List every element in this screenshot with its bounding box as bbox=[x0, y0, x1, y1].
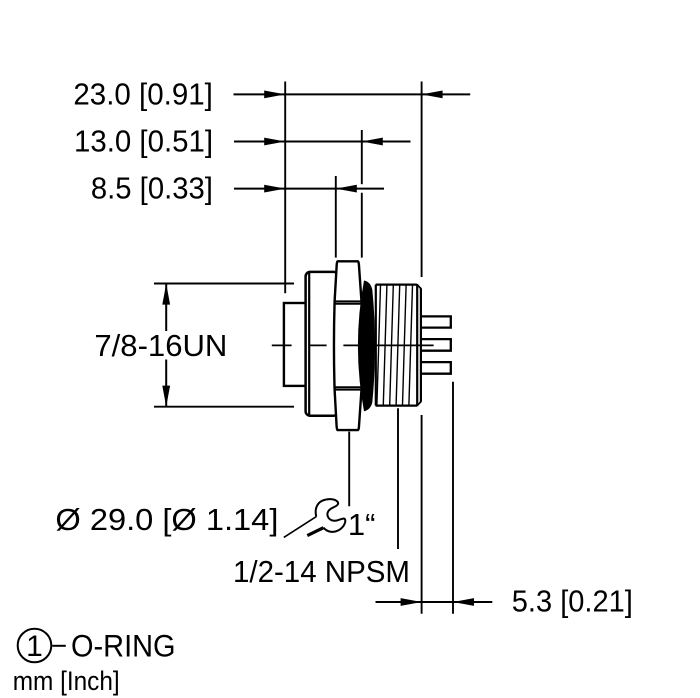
svg-text:1/2-14 NPSM: 1/2-14 NPSM bbox=[233, 554, 410, 589]
svg-text:1: 1 bbox=[26, 630, 43, 663]
svg-text:13.0 [0.51]: 13.0 [0.51] bbox=[74, 123, 213, 158]
svg-text:mm [Inch]: mm [Inch] bbox=[13, 666, 120, 696]
svg-text:23.0 [0.91]: 23.0 [0.91] bbox=[73, 76, 213, 111]
svg-text:1“: 1“ bbox=[348, 507, 376, 542]
svg-text:Ø 29.0 [Ø 1.14]: Ø 29.0 [Ø 1.14] bbox=[55, 502, 278, 537]
svg-text:8.5 [0.33]: 8.5 [0.33] bbox=[91, 170, 213, 205]
svg-text:O-RING: O-RING bbox=[71, 628, 176, 664]
svg-text:7/8-16UN: 7/8-16UN bbox=[94, 328, 227, 363]
svg-text:5.3 [0.21]: 5.3 [0.21] bbox=[512, 584, 633, 619]
